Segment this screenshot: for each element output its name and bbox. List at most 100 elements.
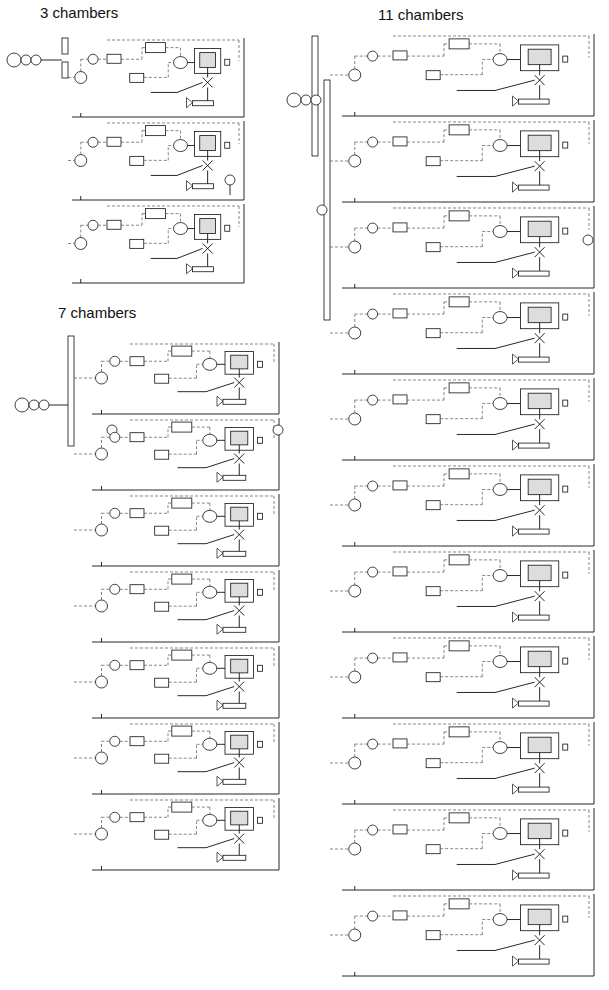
chamber-block [493, 312, 507, 324]
chamber-block [174, 223, 188, 235]
mass-symbol [223, 475, 246, 480]
mass-symbol [519, 185, 550, 190]
signal-line [166, 130, 181, 131]
sum-block [368, 223, 378, 233]
signal-line [354, 572, 355, 585]
signal-line [274, 648, 275, 667]
signal-line [482, 662, 483, 677]
piston-rod [539, 667, 540, 673]
wire [101, 562, 102, 566]
ground-symbol [513, 526, 519, 536]
cylinder-symbol [521, 389, 559, 415]
signal-line [355, 486, 368, 487]
transfer-block [130, 661, 144, 670]
wire [207, 87, 208, 100]
ground-symbol [187, 181, 193, 191]
signal-line [101, 817, 102, 828]
wire [495, 854, 535, 864]
signal-line [101, 513, 102, 524]
signal-line [274, 572, 275, 591]
piston-rod [207, 151, 208, 157]
signal-line [68, 243, 75, 244]
plus-block [172, 574, 192, 584]
chamber-block [203, 586, 217, 598]
wire [342, 976, 594, 977]
signal-line [444, 645, 449, 646]
gain-block [96, 600, 108, 612]
signal-line [500, 560, 501, 570]
signal-line [440, 246, 482, 247]
signal-line [482, 317, 493, 318]
signal-line [407, 56, 444, 57]
valve-symbol [535, 849, 545, 859]
wire [354, 542, 355, 546]
signal-line [589, 638, 590, 660]
mass-symbol [223, 855, 246, 860]
signal-line [192, 427, 210, 428]
signal-line [142, 214, 143, 226]
signal-line [378, 400, 393, 401]
signal-line [142, 130, 146, 131]
cylinder-symbol [225, 731, 254, 754]
signal-line [209, 351, 210, 358]
signal-line [196, 592, 197, 606]
signal-line [130, 420, 274, 421]
signal-line [355, 658, 368, 659]
valve-symbol [203, 77, 213, 87]
sum-block [110, 660, 120, 670]
signal-line [482, 232, 483, 247]
wire [279, 798, 280, 870]
transfer-block [393, 825, 407, 834]
wire [207, 73, 208, 77]
signal-line [121, 142, 142, 143]
ground-symbol [217, 472, 223, 482]
signal-line [130, 344, 274, 345]
wire [539, 85, 540, 99]
wire [206, 611, 234, 620]
wire [217, 744, 225, 745]
wire [457, 176, 495, 177]
signal-line [500, 44, 501, 54]
wire [342, 890, 594, 891]
source-block [301, 95, 311, 105]
wire [217, 364, 225, 365]
wire [539, 515, 540, 529]
signal-line [378, 744, 393, 745]
chamber-block [203, 434, 217, 446]
wire [101, 790, 102, 794]
transfer-block [426, 845, 440, 854]
signal-line [482, 490, 483, 505]
signal-line [169, 834, 197, 835]
gain-block [96, 752, 108, 764]
signal-line [144, 77, 169, 78]
signal-line [330, 75, 349, 76]
signal-line [74, 834, 96, 835]
signal-line [440, 934, 482, 935]
piston-rod [239, 749, 240, 754]
signal-line [80, 225, 81, 237]
signal-line [482, 146, 483, 161]
signal-line [482, 575, 493, 576]
gain-block [349, 499, 361, 511]
sum-block [110, 584, 120, 594]
signal-line [192, 655, 210, 656]
wire [539, 687, 540, 701]
piston-symbol [231, 507, 248, 521]
wire [594, 894, 595, 976]
wire [594, 206, 595, 288]
wire [539, 415, 540, 419]
sum-block [368, 481, 378, 491]
transfer-block [155, 678, 169, 687]
valve-symbol [234, 530, 244, 540]
signal-line [120, 513, 130, 514]
signal-line [144, 817, 168, 818]
wire [178, 847, 207, 848]
mass-symbol [193, 101, 214, 106]
signal-line [407, 916, 444, 917]
signal-line [355, 744, 368, 745]
signal-line [209, 427, 210, 434]
signal-line [393, 466, 589, 467]
signal-line [144, 589, 168, 590]
wire [594, 550, 595, 632]
signal-line [74, 758, 96, 759]
